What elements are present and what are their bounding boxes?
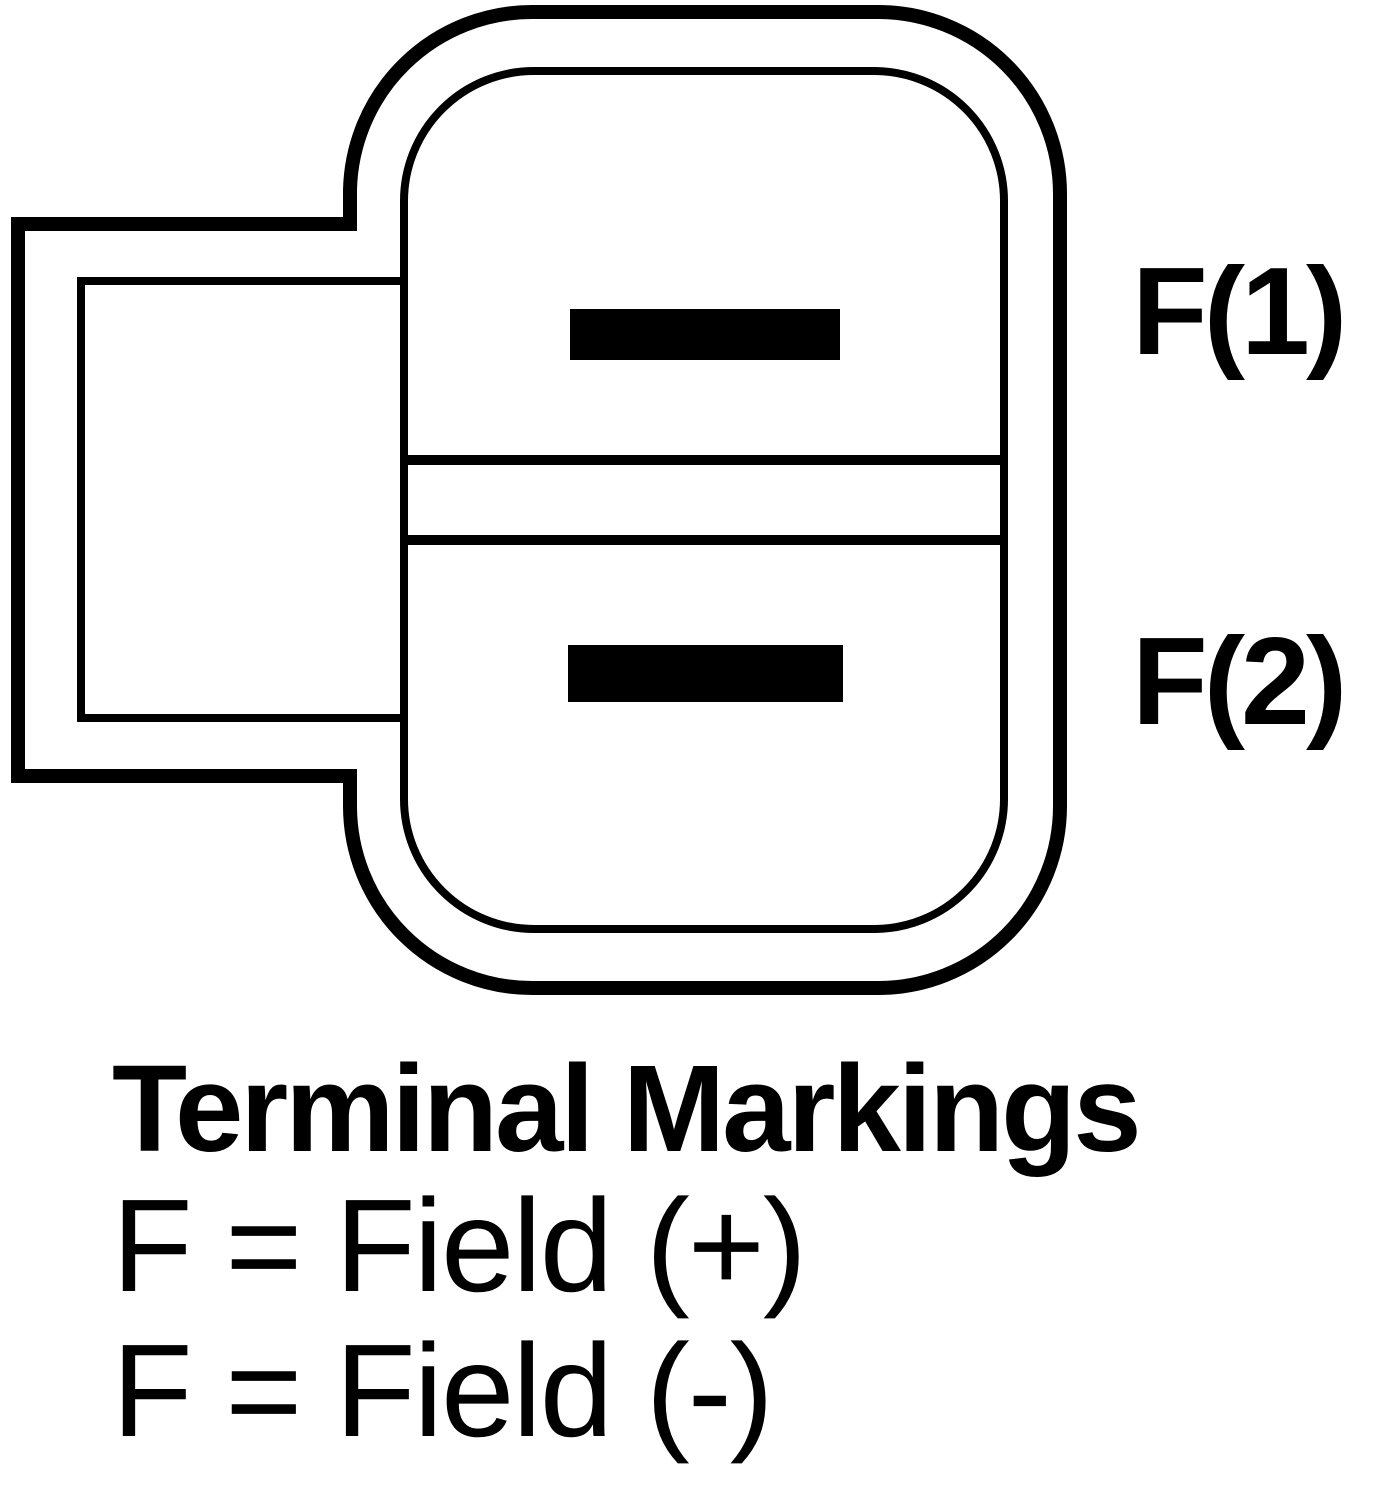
connector-inner-housing [400,67,1008,933]
legend-title: Terminal Markings [112,1041,1142,1178]
terminal-label-f1: F(1) [1132,243,1347,381]
legend-row-field-negative: F = Field (-) [112,1317,774,1464]
connector-inner-tab [77,277,404,722]
legend-row-field-positive: F = Field (+) [112,1172,807,1319]
connector-outer-outline [11,5,1067,995]
terminal-pin-f2 [568,645,843,702]
terminal-label-f2: F(2) [1132,613,1347,751]
terminal-pin-f1 [570,309,840,360]
